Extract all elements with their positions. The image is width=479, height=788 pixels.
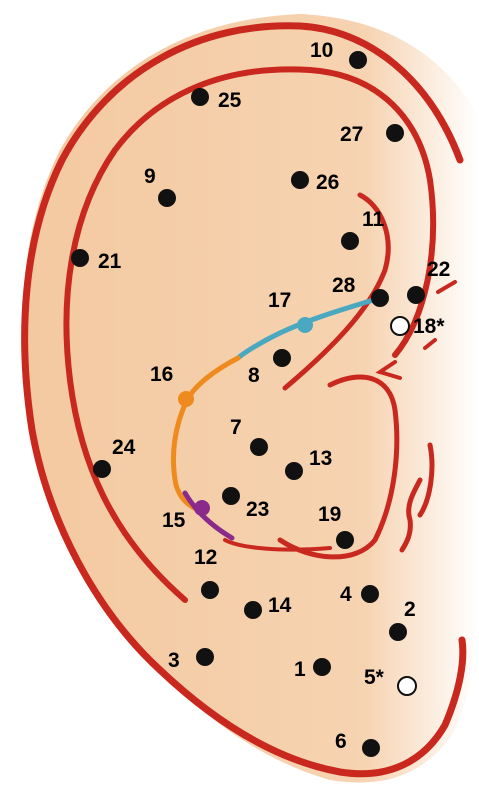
curve-node-purple (194, 500, 210, 516)
acupoint-label: 27 (340, 123, 363, 146)
acupoint-16[interactable]: 16 (150, 363, 173, 386)
acupoint-label: 21 (98, 250, 122, 273)
acupoint-label: 17 (268, 289, 291, 312)
acupoint-label: 14 (268, 594, 292, 617)
acupoint-label: 2 (404, 598, 416, 621)
acupoint-label: 25 (218, 89, 242, 112)
acupoint-18-open[interactable]: 18* (391, 315, 445, 338)
acupoint-label: 12 (194, 546, 217, 569)
acupoint-label: 4 (340, 583, 352, 606)
acupoint-label: 3 (168, 649, 180, 672)
acupoint-label: 8 (248, 364, 260, 387)
acupoint-15[interactable]: 15 (162, 509, 186, 532)
acupoint-label: 7 (230, 416, 242, 439)
acupoint-label: 19 (318, 503, 341, 526)
acupoint-label: 23 (246, 498, 269, 521)
acupoint-label: 5* (364, 666, 385, 689)
acupoint-label: 11 (362, 208, 385, 231)
acupoint-label: 10 (310, 39, 333, 62)
acupoint-label: 15 (162, 509, 186, 532)
acupoint-label: 1 (294, 658, 306, 681)
acupoint-label: 6 (335, 730, 347, 753)
acupoint-label: 26 (316, 171, 339, 194)
acupoint-label: 16 (150, 363, 173, 386)
acupoint-17[interactable]: 17 (268, 289, 291, 312)
acupoint-label: 18* (413, 315, 445, 338)
acupoint-label: 24 (112, 436, 136, 459)
curve-node-blue (297, 317, 313, 333)
acupoint-label: 13 (309, 447, 332, 470)
curve-node-orange (178, 391, 194, 407)
acupoint-label: 22 (427, 258, 450, 281)
acupoint-label: 9 (144, 165, 156, 188)
acupoint-label: 28 (332, 274, 356, 297)
